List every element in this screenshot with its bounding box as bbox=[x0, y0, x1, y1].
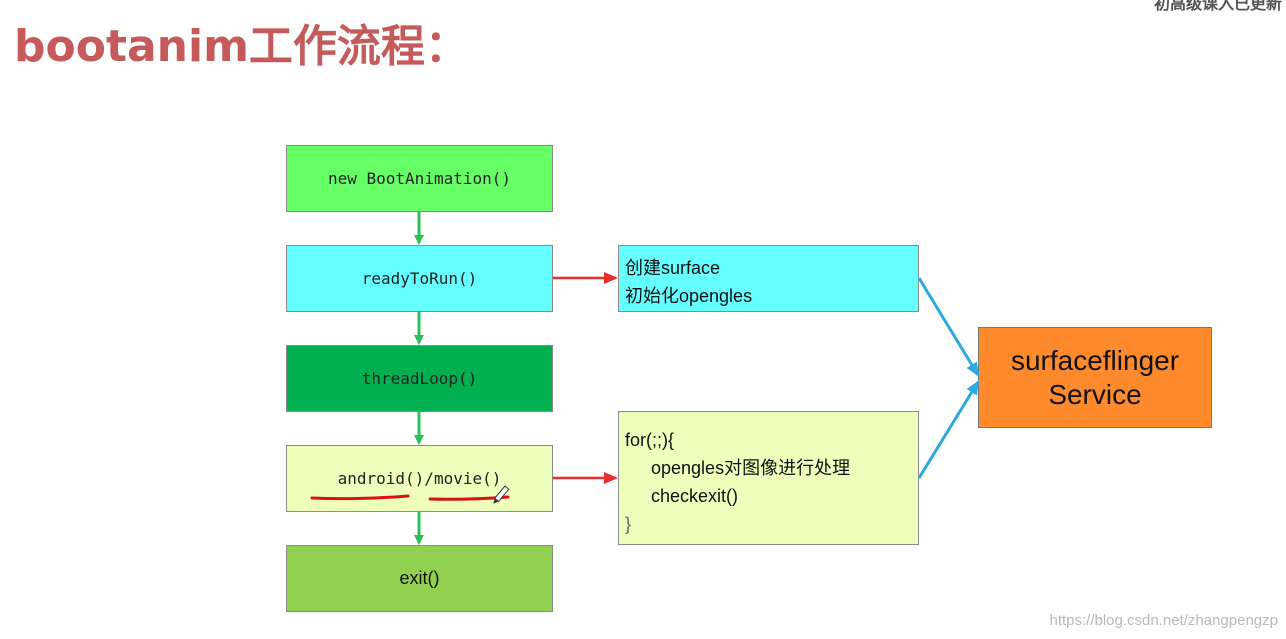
box-new-bootanimation: new BootAnimation() bbox=[286, 145, 553, 212]
box-surfaceflinger-service: surfaceflinger Service bbox=[978, 327, 1212, 428]
loop-line-for: for(;;){ bbox=[625, 430, 675, 450]
surface-line-init-opengles: 初始化opengles bbox=[625, 286, 753, 306]
pen-icon bbox=[493, 485, 510, 504]
corner-overlay-text: 初高级课入已更新 bbox=[1153, 0, 1282, 13]
box-surface-init: 创建surface 初始化opengles bbox=[618, 245, 919, 312]
box-thread-loop: threadLoop() bbox=[286, 345, 553, 412]
box-android-movie-label: android()/movie() bbox=[337, 469, 502, 488]
box-exit-label: exit() bbox=[399, 568, 440, 588]
box-render-loop: for(;;){ opengles对图像进行处理 checkexit() } bbox=[618, 411, 919, 545]
watermark: https://blog.csdn.net/zhangpengzp bbox=[1049, 612, 1278, 629]
red-underline-android bbox=[310, 494, 410, 501]
loop-line-close-brace: } bbox=[625, 514, 632, 534]
box-android-movie: android()/movie() bbox=[286, 445, 553, 512]
arrow-loop-to-service bbox=[917, 380, 980, 479]
box-ready-to-run: readyToRun() bbox=[286, 245, 553, 312]
box-new-bootanimation-label: new BootAnimation() bbox=[327, 169, 512, 188]
service-line-1: surfaceflinger bbox=[1010, 344, 1180, 376]
surface-line-create: 创建surface bbox=[625, 258, 721, 278]
loop-line-opengles: opengles对图像进行处理 bbox=[651, 458, 851, 478]
loop-line-checkexit: checkexit() bbox=[651, 486, 739, 506]
box-ready-to-run-label: readyToRun() bbox=[361, 269, 478, 288]
box-thread-loop-label: threadLoop() bbox=[361, 369, 478, 388]
page-title: bootanim工作流程： bbox=[14, 21, 469, 72]
arrow-surface-to-service bbox=[917, 277, 980, 377]
box-exit: exit() bbox=[286, 545, 553, 612]
service-line-2: Service bbox=[1048, 378, 1142, 410]
